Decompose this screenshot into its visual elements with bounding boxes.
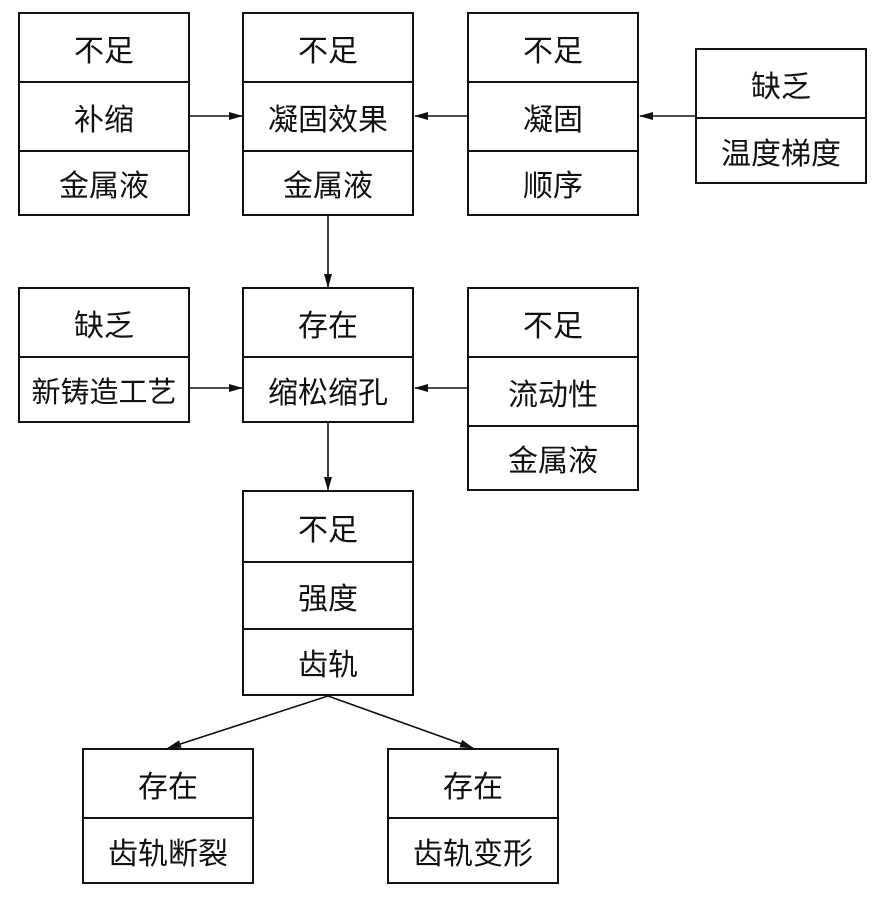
node-label: 存在 (138, 769, 198, 805)
node-label: 不足 (523, 308, 583, 344)
node-label: 补缩 (20, 81, 188, 150)
node-label: 凝固效果 (244, 81, 412, 150)
node-label: 凝固 (469, 81, 637, 150)
node-label: 顺序 (469, 150, 637, 214)
node-shrinkage-porosity-exists: 存在 缩松缩孔 (242, 287, 414, 423)
node-feeding-metal-insufficient: 不足 补缩 金属液 (18, 12, 190, 216)
node-label: 缺乏 (751, 69, 811, 105)
node-label: 金属液 (20, 150, 188, 214)
node-solidification-sequence-insufficient: 不足 凝固 顺序 (467, 12, 639, 216)
node-label: 金属液 (244, 150, 412, 214)
node-rack-strength-insufficient: 不足 强度 齿轨 (242, 490, 414, 696)
arrow-n8-to-n9 (167, 695, 329, 749)
node-label: 齿轨 (244, 628, 412, 694)
node-label: 温度梯度 (697, 117, 865, 182)
node-label: 缩松缩孔 (244, 356, 412, 421)
node-solidification-effect-insufficient: 不足 凝固效果 金属液 (242, 12, 414, 216)
node-label: 不足 (298, 512, 358, 548)
node-label: 金属液 (469, 425, 637, 489)
node-label: 不足 (74, 33, 134, 69)
node-label: 存在 (443, 769, 503, 805)
node-label: 存在 (298, 308, 358, 344)
node-label: 不足 (523, 33, 583, 69)
node-label: 齿轨断裂 (84, 817, 252, 882)
arrow-n8-to-n10 (327, 695, 474, 749)
node-label: 流动性 (469, 356, 637, 425)
node-new-casting-process-lacking: 缺乏 新铸造工艺 (18, 287, 190, 423)
node-rack-fracture-exists: 存在 齿轨断裂 (82, 748, 254, 884)
node-metal-fluidity-insufficient: 不足 流动性 金属液 (467, 287, 639, 491)
node-rack-deformation-exists: 存在 齿轨变形 (387, 748, 559, 884)
node-label: 齿轨变形 (389, 817, 557, 882)
node-label: 不足 (298, 33, 358, 69)
node-label: 缺乏 (74, 308, 134, 344)
node-label: 强度 (244, 561, 412, 628)
node-label: 新铸造工艺 (20, 356, 188, 421)
node-temperature-gradient-lacking: 缺乏 温度梯度 (695, 48, 867, 184)
